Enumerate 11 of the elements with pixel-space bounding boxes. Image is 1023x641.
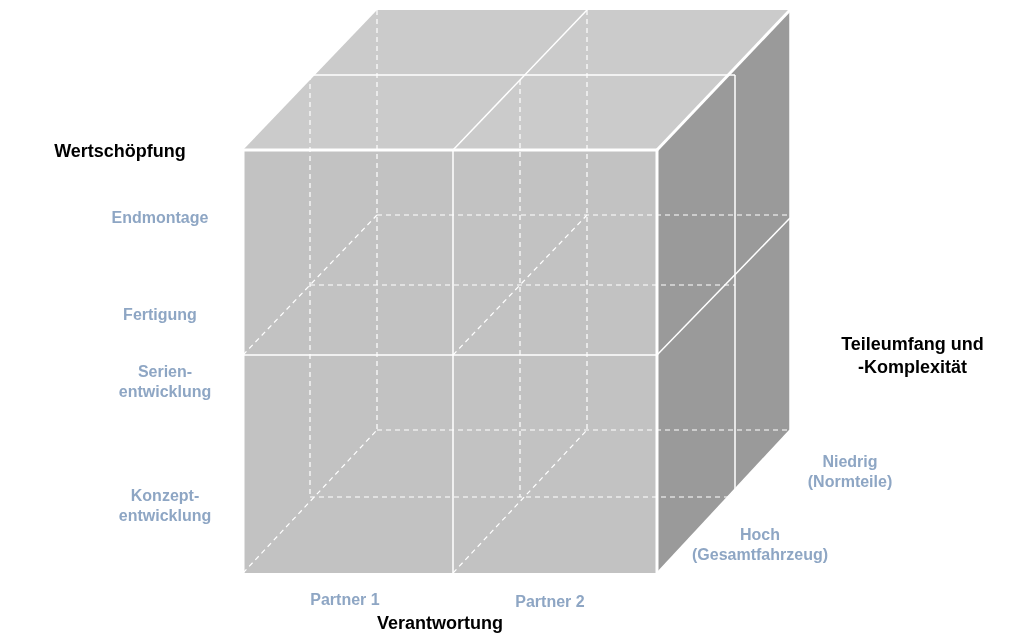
axis-title: Verantwortung	[376, 612, 504, 635]
axis-value-label: Niedrig (Normteile)	[806, 452, 894, 492]
axis-value-label: Partner 2	[514, 592, 586, 612]
axis-title: Wertschöpfung	[53, 140, 187, 163]
axis-value-label: Serien- entwicklung	[117, 362, 213, 402]
axis-value-label: Hoch (Gesamtfahrzeug)	[691, 525, 829, 565]
axis-title: Teileumfang und -Komplexität	[840, 333, 985, 378]
axis-value-label: Partner 1	[309, 590, 381, 610]
axis-value-label: Fertigung	[122, 305, 198, 325]
axis-value-label: Konzept- entwicklung	[117, 486, 213, 526]
axis-value-label: Endmontage	[110, 208, 210, 228]
